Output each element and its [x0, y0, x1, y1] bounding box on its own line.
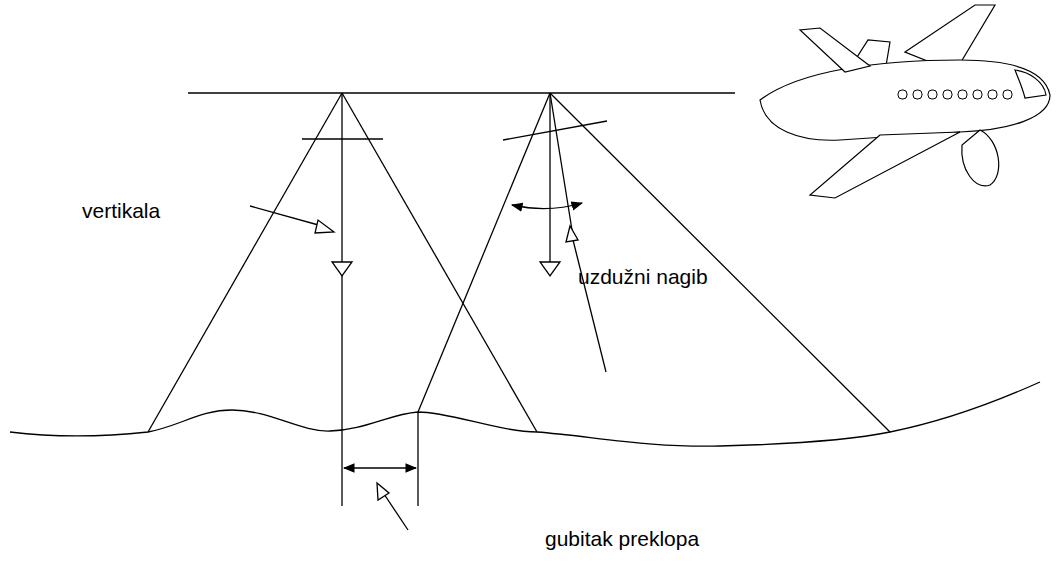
airplane-windows: [898, 90, 1012, 99]
airplane-icon: [760, 5, 1050, 198]
window: [943, 90, 952, 99]
window: [928, 90, 937, 99]
leader-head: [566, 226, 578, 242]
leader-line: [573, 240, 606, 372]
field-of-view: [550, 93, 890, 432]
window: [973, 90, 982, 99]
window: [1003, 90, 1012, 99]
tilted-axis: [550, 93, 572, 230]
vertical-symbol: [332, 262, 352, 276]
leader-line: [384, 494, 408, 530]
window: [898, 90, 907, 99]
leader-head: [315, 220, 334, 233]
vertical-symbol: [540, 262, 560, 276]
vertical-axis: [549, 93, 550, 270]
leader-line: [250, 206, 322, 226]
field-of-view: [342, 93, 537, 432]
tilt-label: uzdužni nagib: [578, 265, 708, 289]
vertical-label: vertikala: [82, 199, 160, 223]
terrain: [10, 382, 1040, 446]
window: [988, 90, 997, 99]
tilt-angle-arc: [512, 203, 582, 209]
flight-line: [188, 92, 735, 93]
vertical-axis: [341, 93, 342, 506]
field-of-view: [418, 93, 550, 412]
overlap-loss-label: gubitak preklopa: [545, 527, 699, 551]
window: [958, 90, 967, 99]
window: [913, 90, 922, 99]
field-of-view: [148, 93, 342, 432]
leader-head: [377, 483, 389, 500]
extension-line: [417, 412, 418, 506]
dimension-arrow: [344, 467, 416, 468]
